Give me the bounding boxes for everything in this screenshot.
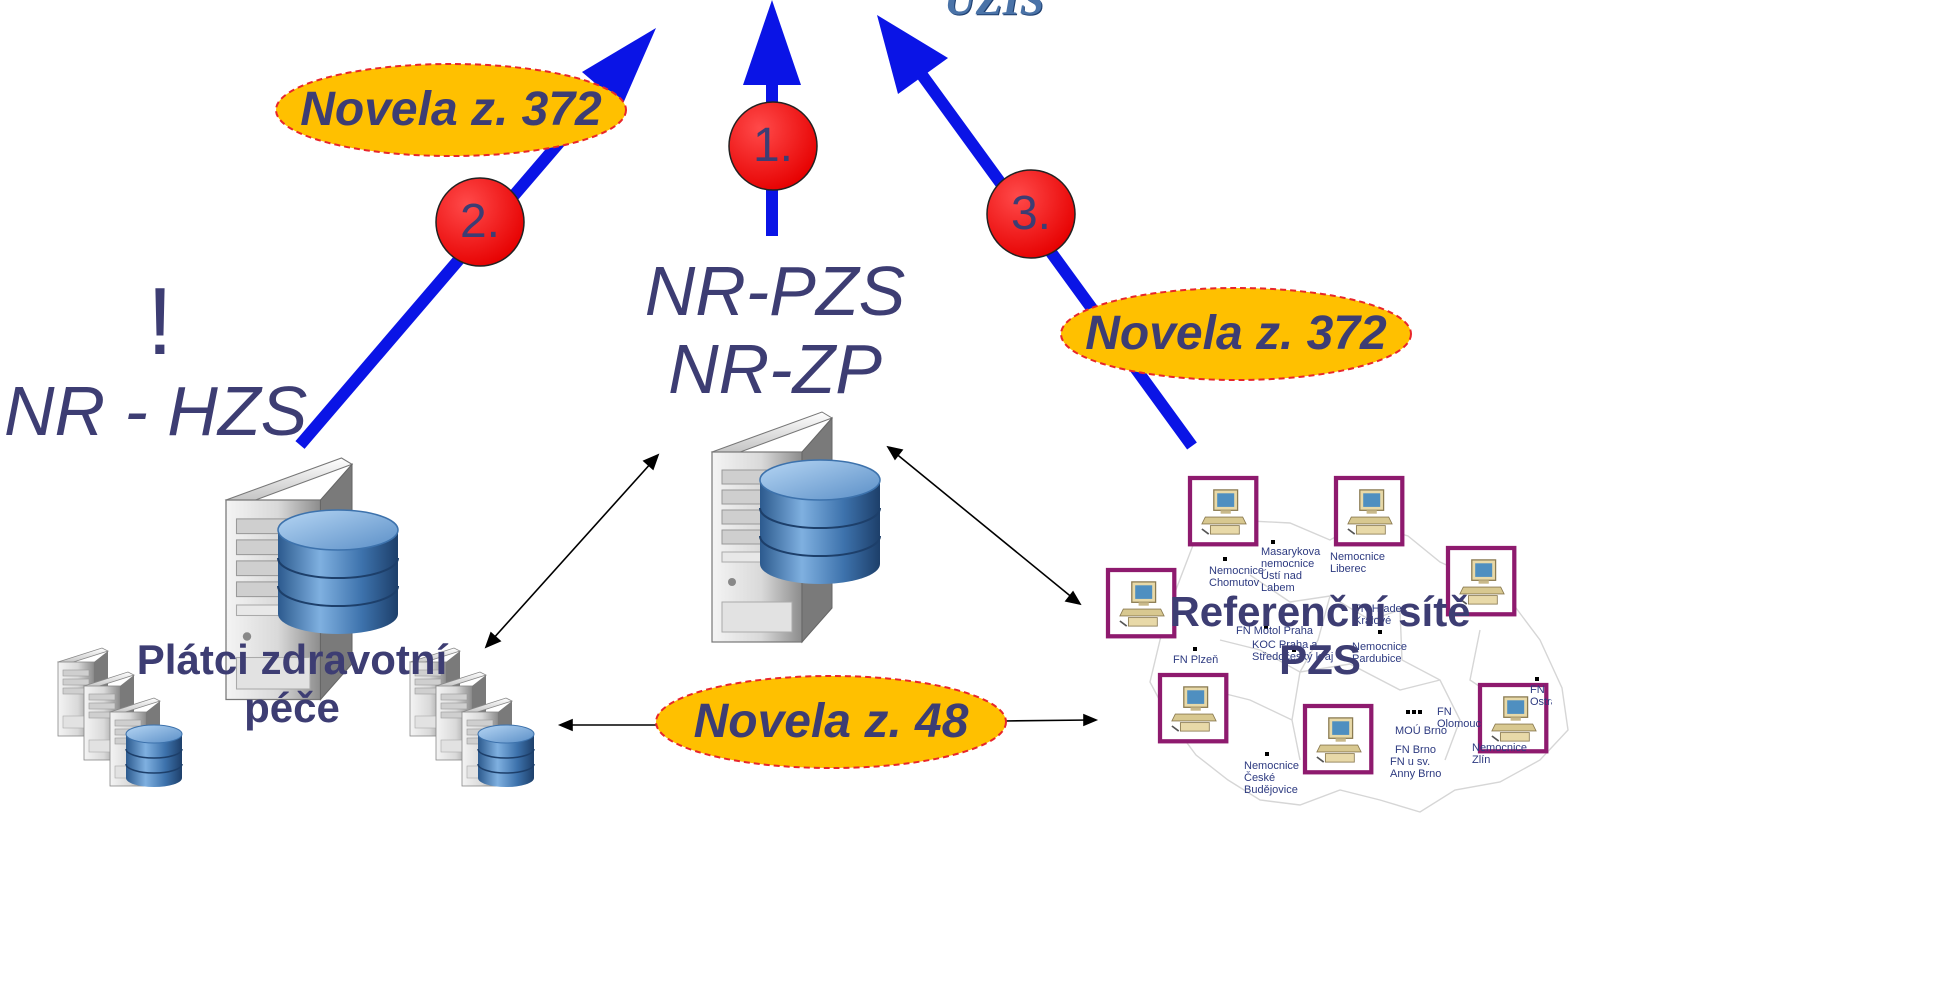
map-label-chomutov: Nemocnice Chomutov	[1209, 565, 1265, 589]
uzis-logo: ÚZIS	[944, 0, 1062, 26]
map-label-usti: Masarykova nemocnice Ústí nad Labem	[1261, 546, 1321, 594]
left-registry-label: NR - HZS	[4, 372, 308, 450]
center-registry-line1: NR-PZS	[644, 252, 906, 330]
reference-networks-line1: Referenční sítě	[1169, 588, 1471, 635]
amendment-ellipse-right	[1060, 287, 1412, 381]
map-label-zlin: Nemocnice Zlín	[1472, 742, 1528, 766]
amendment-label-right: Novela z. 372	[1085, 307, 1387, 360]
workstation-icon	[1190, 478, 1256, 544]
map-label-liberec: Nemocnice Liberec	[1330, 551, 1386, 575]
workstation-icon	[1336, 478, 1402, 544]
left-database-icon	[277, 509, 399, 635]
center-database-icon	[759, 459, 881, 585]
map-label-anna: FN u sv. Anny Brno	[1390, 756, 1442, 780]
amendment-ellipse-bottom	[655, 675, 1007, 769]
workstation-icon	[1305, 706, 1371, 772]
center-registry-line2: NR-ZP	[668, 330, 882, 408]
step-number-three: 3.	[1010, 187, 1052, 240]
workstation-icon	[1160, 675, 1226, 741]
map-label-olomouc: FN Olomouc	[1437, 706, 1482, 730]
map-label-hradec: FN Hradec Králové	[1354, 603, 1408, 627]
payers-label-line2: péče	[244, 684, 340, 731]
step-circle-two	[435, 177, 525, 267]
amendment-label-bottom: Novela z. 48	[693, 695, 969, 748]
payers-label-line1: Plátci zdravotní	[136, 636, 448, 683]
amendment-label-left: Novela z. 372	[300, 83, 602, 136]
map-label-mou: MOÚ Brno	[1395, 725, 1447, 737]
connector-payers-networks	[557, 713, 1099, 732]
connector-payers-center	[484, 453, 660, 649]
map-label-budejovice: Nemocnice České Budějovice	[1244, 760, 1300, 796]
map-label-fnbrno: FN Brno	[1395, 744, 1436, 756]
step-circle-one	[728, 101, 818, 191]
step-number-two: 2.	[459, 195, 501, 248]
step-circle-three	[986, 169, 1076, 259]
reference-networks-line2: PZS	[1279, 636, 1361, 683]
map-label-koc: KOC Praha a Středočeský kraj	[1252, 639, 1334, 663]
map-label-motol: FN Motol Praha	[1236, 625, 1314, 637]
map-label-ostrava: FN Ostrava	[1530, 684, 1552, 708]
map-label-plzen: FN Plzeň	[1173, 654, 1219, 666]
step-number-one: 1.	[752, 119, 794, 172]
map-city-dots	[1193, 540, 1539, 756]
map-label-pardubice: Nemocnice Pardubice	[1352, 641, 1408, 665]
arrow-step-three	[877, 15, 1197, 450]
amendment-ellipse-left	[275, 63, 627, 157]
connector-center-networks	[886, 445, 1082, 606]
left-registry-mark: !	[146, 268, 174, 375]
